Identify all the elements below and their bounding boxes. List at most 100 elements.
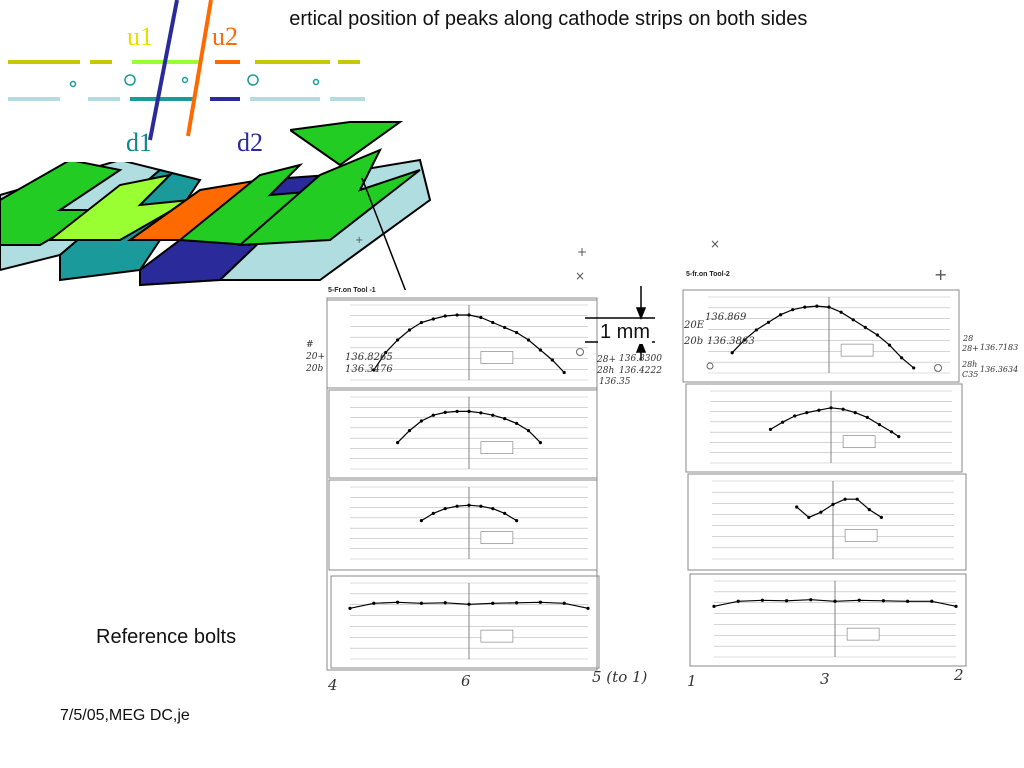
mini-plot-point bbox=[538, 348, 543, 352]
mini-plot-point bbox=[768, 427, 773, 431]
hand-value-right-2: 136.3863 bbox=[707, 336, 755, 347]
mini-plot-point bbox=[779, 313, 783, 317]
mini-plot-point bbox=[785, 599, 789, 603]
mini-plot-point bbox=[831, 502, 835, 506]
mini-plot-point bbox=[954, 604, 958, 608]
tool-number-6: 6 bbox=[461, 672, 471, 690]
mini-plot-legend bbox=[844, 529, 878, 542]
hand-label-far-1: 28 bbox=[963, 334, 974, 343]
mini-plot-5 bbox=[708, 296, 950, 374]
mini-plot-point bbox=[443, 601, 447, 605]
hand-label-left-2: 20b bbox=[306, 364, 324, 374]
hand-mark-left-top: # bbox=[306, 340, 314, 350]
mini-plot-point bbox=[455, 504, 459, 508]
mini-plot-point bbox=[431, 413, 435, 417]
plane-label-d2: d2 bbox=[237, 128, 263, 157]
hand-value-left-2: 136.3476 bbox=[345, 364, 393, 375]
plane-label-d1: d1 bbox=[126, 128, 152, 157]
scan-panel-title-left: 5-Fr.on Tool -1 bbox=[328, 287, 376, 294]
hand-label-left-1: 20+ bbox=[306, 352, 325, 362]
mini-plot-point bbox=[515, 330, 519, 335]
mini-plot-point bbox=[407, 429, 412, 433]
hand-label-far-2: 28+ bbox=[962, 344, 979, 353]
mini-plot-point bbox=[793, 414, 797, 418]
mini-plot-point bbox=[803, 305, 807, 309]
hand-value-left-1: 136.8265 bbox=[345, 352, 393, 363]
mini-plot-8 bbox=[712, 580, 958, 658]
mini-plot-point bbox=[791, 308, 795, 312]
mini-plot-point bbox=[396, 441, 400, 445]
mini-plot-point bbox=[491, 320, 495, 325]
mini-plot-point bbox=[550, 358, 554, 362]
mini-plot-fit-line bbox=[421, 504, 517, 522]
mini-plot-point bbox=[431, 317, 435, 321]
mini-plot-point bbox=[841, 407, 845, 411]
mini-plot-fit-line bbox=[349, 601, 589, 609]
mini-plot-fit-line bbox=[796, 498, 882, 519]
mini-plot-point bbox=[503, 417, 507, 421]
mini-plot-point bbox=[843, 497, 847, 501]
mini-plot-point bbox=[538, 600, 543, 604]
mini-plot-point bbox=[712, 604, 716, 608]
mini-plot-point bbox=[867, 508, 871, 512]
pointer-arrow-line bbox=[361, 177, 407, 290]
mini-plot-4 bbox=[348, 582, 590, 660]
svg-text:+: + bbox=[577, 245, 587, 259]
mini-plot-point bbox=[419, 320, 423, 325]
mini-plot-point bbox=[538, 441, 543, 445]
mini-plot-6 bbox=[710, 390, 952, 464]
mini-plot-point bbox=[372, 601, 376, 605]
mini-plot-point bbox=[431, 511, 435, 515]
mini-plot-point bbox=[348, 606, 352, 610]
mini-plot-point bbox=[839, 310, 843, 314]
mini-plot-point bbox=[515, 519, 519, 523]
mini-plot-2 bbox=[350, 396, 588, 470]
tool-number-1: 1 bbox=[687, 672, 697, 690]
mini-plot-point bbox=[730, 351, 734, 355]
mini-plot-point bbox=[863, 325, 867, 329]
mini-plot-fit-line bbox=[770, 407, 900, 438]
mini-plot-point bbox=[467, 503, 471, 507]
mini-plot-point bbox=[467, 409, 471, 413]
mini-plot-point bbox=[455, 409, 459, 413]
mini-plot-point bbox=[865, 415, 869, 419]
mini-plot-legend bbox=[840, 343, 874, 357]
hand-label-right-b: 20b bbox=[684, 336, 704, 347]
hand-label-mid-1: 28+ bbox=[597, 355, 616, 365]
mini-plot-fit-line bbox=[713, 599, 957, 607]
mini-plot-point bbox=[396, 338, 400, 342]
mini-plot-point bbox=[766, 320, 771, 324]
mini-plot-legend bbox=[480, 441, 514, 454]
mini-plot-point bbox=[443, 507, 447, 511]
mini-plot-point bbox=[467, 602, 471, 606]
mini-plot-point bbox=[795, 505, 799, 509]
mini-plot-point bbox=[419, 419, 423, 423]
scan-panel-title-right: 5-fr.on Tool-2 bbox=[686, 271, 730, 278]
mini-plot-fit-line bbox=[373, 314, 565, 373]
mini-plot-point bbox=[479, 411, 483, 415]
mini-plot-point bbox=[562, 601, 566, 605]
mini-plot-point bbox=[912, 366, 916, 370]
mini-plot-point bbox=[877, 423, 882, 427]
scale-bar-label: 1 mm bbox=[598, 321, 652, 344]
mini-plot-point bbox=[897, 435, 901, 439]
mini-plot-point bbox=[900, 356, 904, 360]
tool-number-2: 2 bbox=[954, 666, 964, 684]
mini-plot-point bbox=[853, 411, 857, 415]
plane-label-u2: u2 bbox=[212, 22, 238, 51]
footer-date: 7/5/05,MEG DC,je bbox=[60, 707, 190, 724]
mini-plot-point bbox=[467, 313, 471, 317]
mini-plot-point bbox=[879, 515, 884, 520]
mini-plot-fit-line bbox=[731, 305, 915, 369]
mini-plot-point bbox=[819, 510, 823, 514]
mini-plot-point bbox=[491, 507, 495, 511]
d1-slant-line bbox=[148, 0, 179, 141]
mini-plot-legend bbox=[480, 629, 514, 643]
mini-plot-point bbox=[515, 601, 519, 605]
mini-plot-point bbox=[930, 599, 934, 603]
mini-plot-point bbox=[526, 429, 531, 433]
mini-plot-point bbox=[833, 599, 837, 603]
hand-label-far-3: 28h bbox=[962, 360, 978, 369]
mini-plot-point bbox=[887, 343, 892, 347]
hand-value-far-2: 136.3634 bbox=[980, 365, 1019, 374]
